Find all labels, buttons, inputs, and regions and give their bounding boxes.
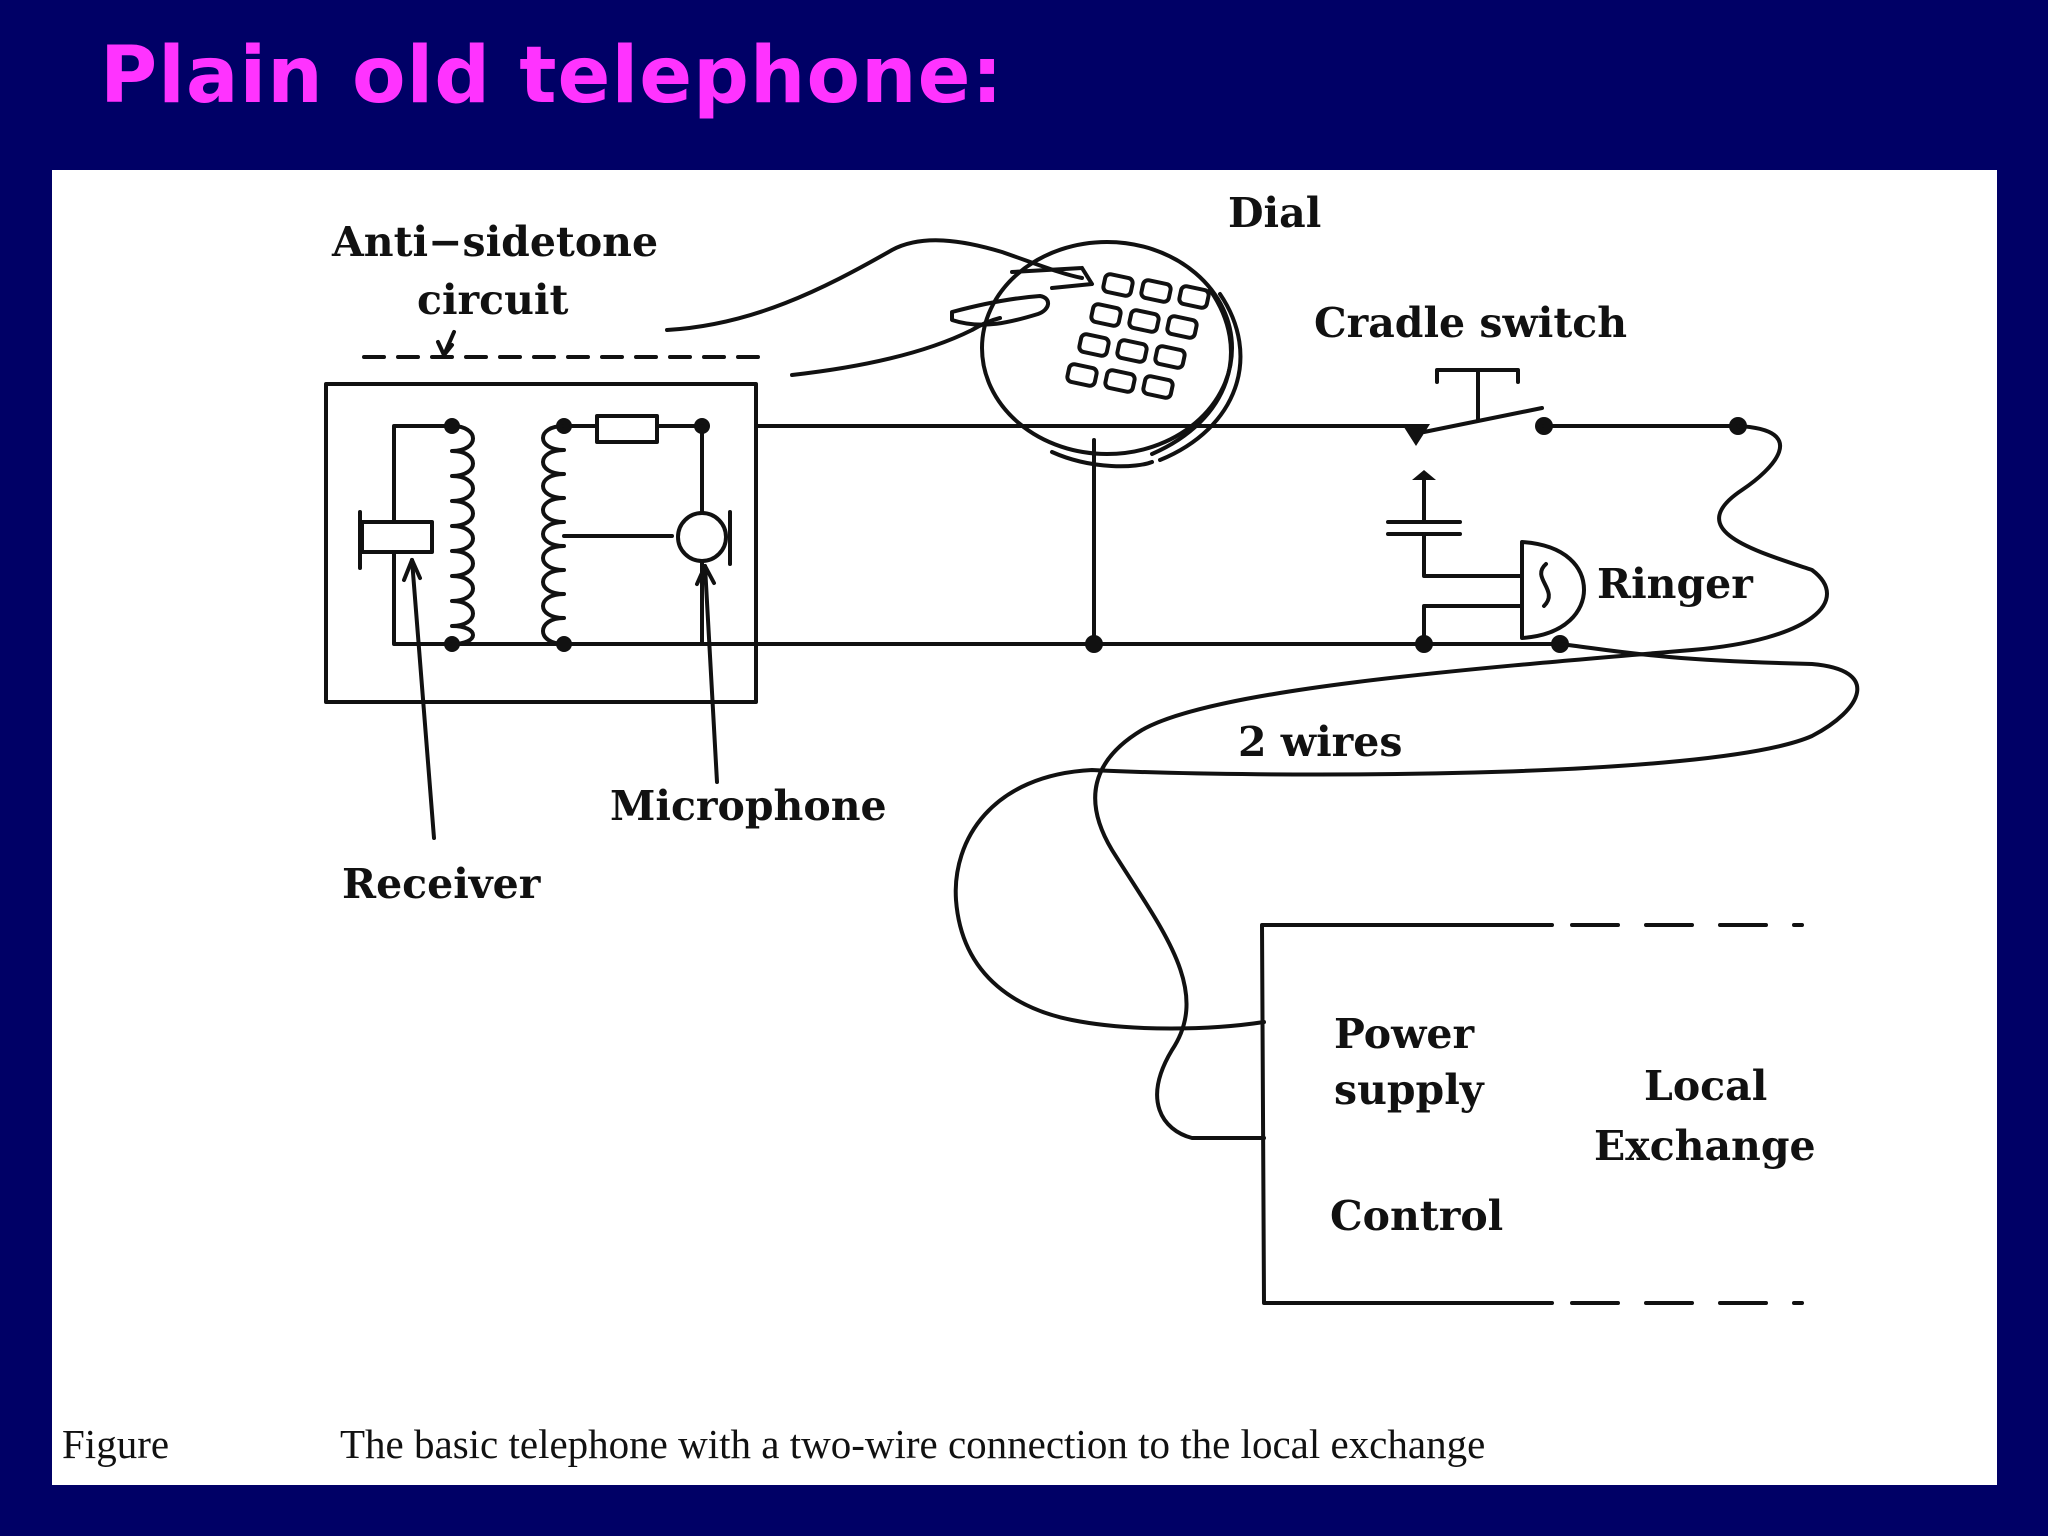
receiver-pointer-head (402, 558, 422, 582)
right-transformer-coil (541, 424, 566, 646)
label-receiver: Receiver (342, 860, 542, 908)
label-microphone: Microphone (610, 782, 887, 830)
anti-sidetone-circuit-box (324, 382, 758, 704)
key-8 (1115, 338, 1149, 364)
dial-rim-bottom (1050, 450, 1154, 469)
microphone-symbol (676, 511, 728, 563)
cord-wire-2 (953, 642, 1860, 1031)
slide-title: Plain old telephone: (100, 31, 1004, 121)
telephone-diagram-figure: Anti−sidetone circuit Dial Cradle switch… (52, 170, 1997, 1485)
label-power: Power (1334, 1010, 1475, 1058)
left-transformer-coil (450, 424, 475, 646)
label-cradle-switch: Cradle switch (1314, 299, 1627, 347)
caption-prefix: Figure (62, 1421, 169, 1467)
key-0 (1103, 368, 1137, 394)
label-ringer: Ringer (1597, 560, 1754, 608)
cord-wire-1 (1093, 424, 1829, 1140)
label-dial: Dial (1228, 189, 1321, 237)
dial-junction-node (1085, 635, 1103, 653)
cradle-switch-contact (1402, 424, 1430, 446)
ringer-bell (1520, 540, 1586, 640)
key-hash (1141, 374, 1175, 400)
caption-text: The basic telephone with a two-wire conn… (340, 1421, 1485, 1467)
key-1 (1101, 272, 1135, 298)
key-7 (1077, 332, 1111, 358)
key-3 (1177, 284, 1211, 310)
ringer-lower-wire (1422, 604, 1524, 646)
local-exchange-box (1260, 923, 1554, 1305)
key-2 (1139, 278, 1173, 304)
key-9 (1153, 344, 1187, 370)
microphone-pointer-head (695, 564, 716, 586)
label-local: Local (1644, 1062, 1767, 1110)
dial-rim-1 (1150, 288, 1233, 456)
label-supply: supply (1334, 1066, 1485, 1114)
resistor (595, 414, 659, 444)
anti-sidetone-pointer-head (436, 340, 454, 357)
left-coil-top-node (444, 418, 460, 434)
hand-finger-1 (1010, 266, 1094, 290)
receiver-wiring (392, 424, 454, 646)
key-5 (1127, 308, 1161, 334)
key-star (1065, 362, 1099, 388)
key-6 (1165, 314, 1199, 340)
ringer-upper-wire (1422, 532, 1524, 578)
label-exchange: Exchange (1594, 1122, 1816, 1170)
hand-lower-outline (790, 316, 1002, 377)
label-control: Control (1330, 1192, 1503, 1240)
receiver-pointer (410, 558, 436, 840)
microphone-pointer (703, 564, 719, 784)
label-circuit: circuit (417, 276, 568, 324)
capacitor-arrow (1412, 470, 1436, 480)
receiver-element (360, 520, 434, 554)
hand-finger-2 (950, 294, 1050, 327)
label-two-wires: 2 wires (1238, 718, 1402, 766)
cradle-switch-bracket (1435, 368, 1520, 384)
hand-upper-outline (665, 238, 1084, 332)
ringer-junction-node (1415, 635, 1433, 653)
dial-keypad (980, 240, 1243, 469)
label-anti-sidetone: Anti−sidetone (331, 218, 658, 266)
dial-rim-2 (1158, 292, 1243, 462)
key-4 (1089, 302, 1123, 328)
cradle-switch-lever (1422, 406, 1544, 434)
ringer-hammer (1539, 562, 1551, 608)
telephone-circuit-diagram: Anti−sidetone circuit Dial Cradle switch… (62, 189, 1860, 1467)
